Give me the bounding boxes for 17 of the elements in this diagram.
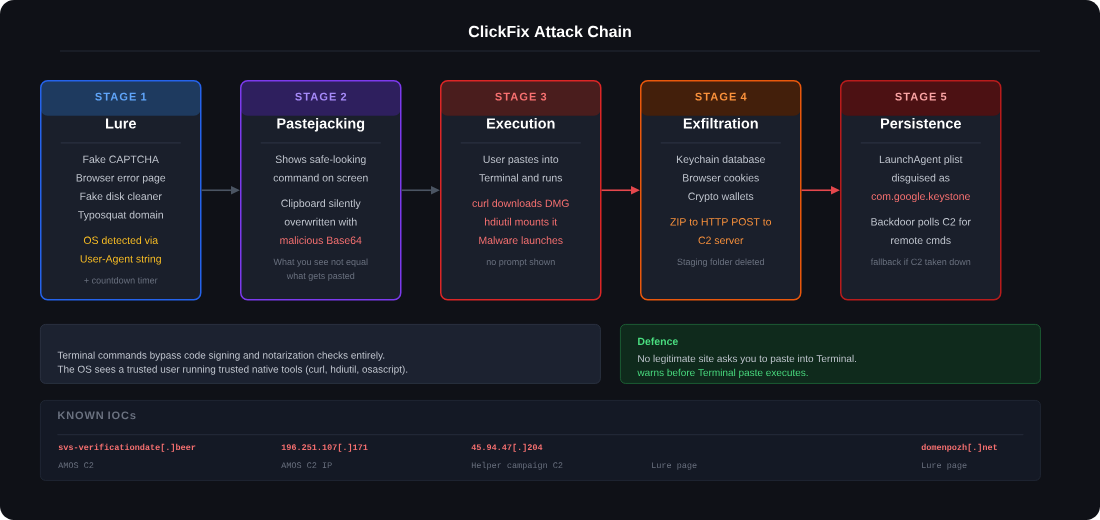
title: ClickFix Attack Chain [468, 25, 631, 38]
ioc-description: AMOS C2 IP [281, 462, 332, 469]
ioc-value: 45.94.47[.]204 [471, 443, 543, 452]
ioc-value: domenpozh[.]net [921, 443, 997, 452]
ioc-description: Lure page [652, 462, 697, 470]
info-panel: Terminal commands bypass code signing and notarization checks entirely. The OS sees a trusted user running trusted native tools (curl, hdiutil, osascript). [40, 324, 601, 384]
ioc-description: AMOS C2 [58, 462, 94, 469]
ioc-description: Helper campaign C2 [471, 461, 563, 470]
stage-card: STAGE 1 Lure Fake CAPTCHA Browser error page Fake disk cleaner Typosquat domain OS detected via User-Agent string + countdown timer [40, 80, 202, 301]
stage-card: STAGE 3 Execution User pastes into Terminal and runs curl downloads DMG hdiutil mounts it Malware launches no prompt shown [440, 80, 602, 301]
stage-card: STAGE 5 Persistence LaunchAgent plist disguised as com.google.keystone Backdoor polls C2 for remote cmds fallback if C2 taken down [840, 80, 1002, 301]
stage-card: STAGE 2 Pastejacking Shows safe-looking command on screen Clipboard silently overwritten with malicious Base64 What you see not equal what gets pasted [240, 80, 402, 301]
ioc-value: 196.251.107[.]171 [281, 443, 368, 452]
ioc-value: svs-verificationdate[.]beer [58, 443, 196, 452]
info-panel: Defence No legitimate site asks you to paste into Terminal. warns before Terminal paste executes. [620, 324, 1041, 384]
ioc-description: Lure page [922, 462, 967, 470]
stage-card: STAGE 4 Exfiltration Keychain database Browser cookies Crypto wallets ZIP to HTTP POST to C2 server Staging folder deleted [640, 80, 802, 301]
